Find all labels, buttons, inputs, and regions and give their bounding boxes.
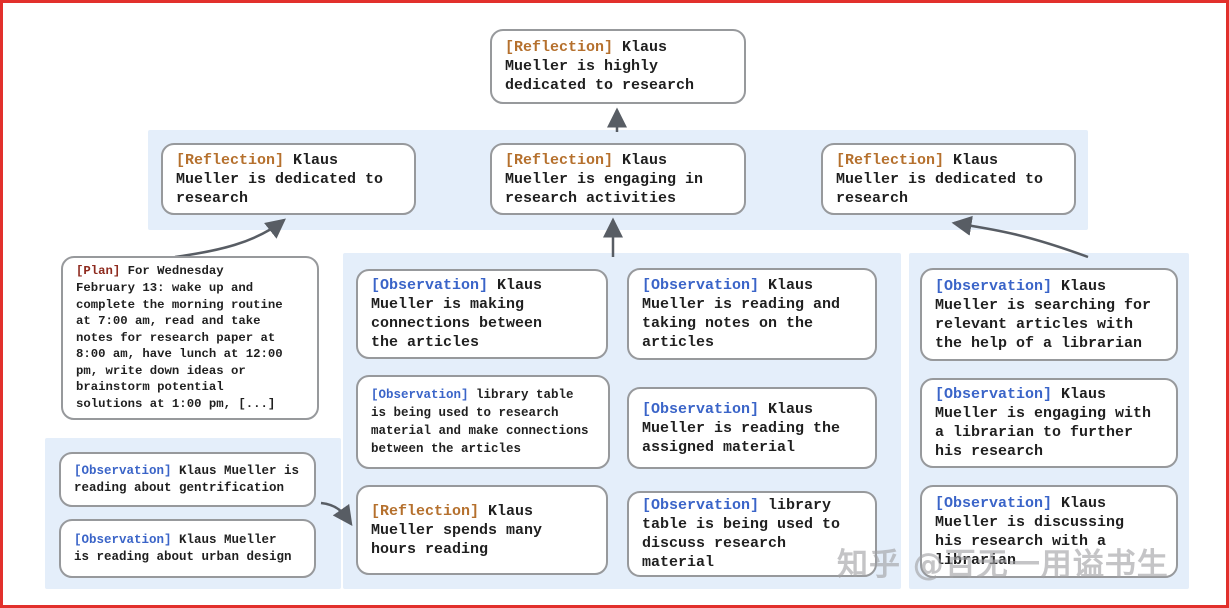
card-obs-connections: [Observation] Klaus Mueller is making co… <box>356 269 608 359</box>
card-obs-gentrification: [Observation] Klaus Mueller is reading a… <box>59 452 316 507</box>
reflection-tag: [Reflection] <box>505 39 614 56</box>
observation-tag: [Observation] <box>74 463 172 478</box>
card-text: For Wednesday February 13: wake up and c… <box>76 264 283 412</box>
zhihu-watermark: 知乎 @百无一用谥书生 <box>837 547 1169 583</box>
card-obs-taking-notes: [Observation] Klaus Mueller is reading a… <box>627 268 877 360</box>
card-text: Klaus Mueller spends many hours reading <box>371 502 543 558</box>
card-text: Klaus Mueller is reading and taking note… <box>642 277 841 351</box>
observation-tag: [Observation] <box>935 494 1053 512</box>
card-obs-discussing-research: [Observation] Klaus Mueller is discussin… <box>920 485 1178 578</box>
card-text: Klaus Mueller is dedicated to research <box>176 151 384 207</box>
card-text: Klaus Mueller is engaging in research ac… <box>505 151 704 207</box>
observation-tag: [Observation] <box>642 277 760 294</box>
plan-tag: [Plan] <box>76 264 121 279</box>
card-text: library table is being used to research … <box>371 388 589 456</box>
card-obs-library-research: [Observation] library table is being use… <box>356 375 610 469</box>
card-root-reflection: [Reflection] Klaus Mueller is highly ded… <box>490 29 746 104</box>
observation-tag: [Observation] <box>642 497 760 514</box>
card-text: Klaus Mueller is reading about urban des… <box>74 532 292 564</box>
card-reflection-hours: [Reflection] Klaus Mueller spends many h… <box>356 485 608 575</box>
observation-tag: [Observation] <box>935 386 1053 403</box>
card-text: Klaus Mueller is highly dedicated to res… <box>505 39 695 94</box>
card-obs-searching-articles: [Observation] Klaus Mueller is searching… <box>920 268 1178 361</box>
card-text: Klaus Mueller is engaging with a librari… <box>935 386 1152 460</box>
card-text: Klaus Mueller is discussing his research… <box>935 494 1125 569</box>
card-obs-assigned-material: [Observation] Klaus Mueller is reading t… <box>627 387 877 469</box>
reflection-tag: [Reflection] <box>176 151 285 169</box>
card-obs-library-discuss: [Observation] library table is being use… <box>627 491 877 577</box>
reflection-tag: [Reflection] <box>836 151 945 169</box>
reflection-tag: [Reflection] <box>371 502 480 520</box>
card-plan: [Plan] For Wednesday February 13: wake u… <box>61 256 319 420</box>
observation-tag: [Observation] <box>642 400 760 418</box>
card-text: Klaus Mueller is reading about gentrific… <box>74 463 300 495</box>
card-text: Klaus Mueller is making connections betw… <box>371 277 543 351</box>
card-obs-engaging-librarian: [Observation] Klaus Mueller is engaging … <box>920 378 1178 468</box>
observation-tag: [Observation] <box>371 388 469 402</box>
card-text: Klaus Mueller is reading the assigned ma… <box>642 400 841 456</box>
card-obs-urban-design: [Observation] Klaus Mueller is reading a… <box>59 519 316 578</box>
reflection-tag: [Reflection] <box>505 151 614 169</box>
card-reflection-left: [Reflection] Klaus Mueller is dedicated … <box>161 143 416 215</box>
card-reflection-right: [Reflection] Klaus Mueller is dedicated … <box>821 143 1076 215</box>
card-text: Klaus Mueller is dedicated to research <box>836 151 1044 207</box>
card-text: Klaus Mueller is searching for relevant … <box>935 277 1152 352</box>
card-text: library table is being used to discuss r… <box>642 497 841 571</box>
observation-tag: [Observation] <box>371 277 489 294</box>
card-reflection-mid: [Reflection] Klaus Mueller is engaging i… <box>490 143 746 215</box>
observation-tag: [Observation] <box>935 277 1053 295</box>
observation-tag: [Observation] <box>74 532 172 547</box>
